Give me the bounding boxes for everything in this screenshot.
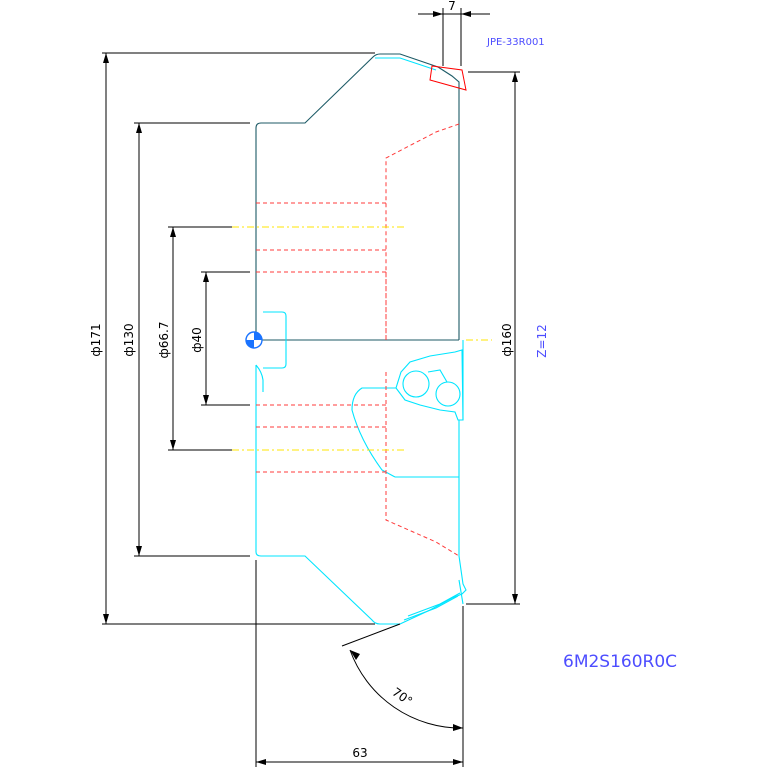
dimension-diameter-130: ф130 <box>122 122 250 557</box>
dimension-diameter-66-7: ф66.7 <box>157 226 232 451</box>
origin-marker-icon <box>245 331 263 349</box>
insert-code-label: JPE-33R001 <box>486 37 545 48</box>
teeth-count-label: Z=12 <box>535 324 549 358</box>
dimension-length-63: 63 <box>255 560 464 767</box>
dimension-diameter-40: ф40 <box>190 271 250 406</box>
dimension-label-7: 7 <box>448 0 456 13</box>
dimension-label-130: ф130 <box>122 323 136 356</box>
dimension-label-70: 70° <box>390 685 415 709</box>
model-code-label: 6M2S160R0C <box>563 652 677 672</box>
dimension-diameter-160: ф160 <box>466 71 520 605</box>
hidden-lines <box>256 123 460 557</box>
centerlines <box>232 226 492 451</box>
dimension-label-63: 63 <box>352 746 367 760</box>
dimension-label-66-7: ф66.7 <box>157 322 171 359</box>
dimension-width-7: 7 <box>418 0 490 66</box>
dimension-diameter-171: ф171 <box>89 52 375 625</box>
dimension-label-160: ф160 <box>500 323 514 356</box>
dimension-angle-70: 70° <box>341 623 464 731</box>
body-upper-outline <box>255 53 460 341</box>
insert-outline <box>429 65 467 91</box>
dimension-label-40: ф40 <box>190 327 204 353</box>
dimension-label-171: ф171 <box>89 323 103 356</box>
body-lower-outline <box>255 311 467 625</box>
